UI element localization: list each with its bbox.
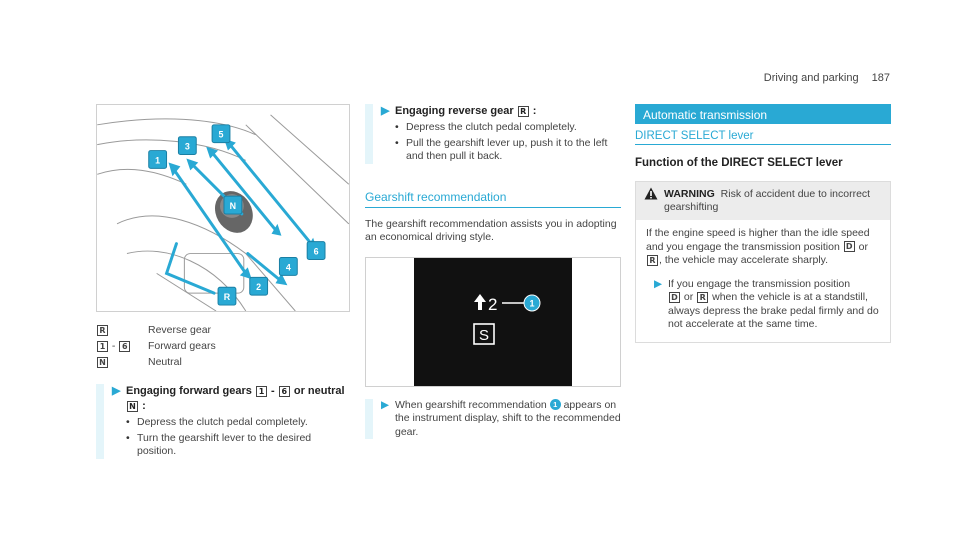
svg-text:1: 1: [155, 155, 160, 165]
automatic-transmission-bar: Automatic transmission: [635, 104, 891, 124]
gearshift-recommendation-text: The gearshift recommendation assists you…: [365, 217, 617, 244]
warning-box: WARNING Risk of accident due to incorrec…: [635, 181, 891, 343]
key-6: 6: [278, 385, 290, 397]
svg-text:4: 4: [286, 262, 291, 272]
drive-mode: S: [479, 327, 489, 344]
key-6: 6: [119, 340, 131, 352]
reverse-gear-title: ▶ Engaging reverse gear R :: [381, 105, 537, 117]
svg-text:2: 2: [256, 282, 261, 292]
up-arrow-icon: [474, 293, 486, 310]
list-item: Pull the gearshift lever up, push it to …: [395, 137, 621, 164]
direct-select-subhead: DIRECT SELECT lever: [635, 130, 891, 145]
warning-label: WARNING: [664, 188, 715, 200]
gear-legend: R Reverse gear 1 - 6 Forward gears N Neu…: [96, 322, 350, 370]
gearshift-pattern-figure: 1 3 5 6 4: [96, 104, 350, 312]
legend-text: Forward gears: [148, 340, 216, 352]
svg-text:3: 3: [185, 142, 190, 152]
legend-row-reverse: R Reverse gear: [96, 322, 350, 338]
svg-text:6: 6: [314, 247, 319, 257]
callout-1: [523, 294, 541, 311]
svg-text:1: 1: [529, 298, 534, 308]
direct-select-function-heading: Function of the DIRECT SELECT lever: [635, 157, 843, 169]
step-arrow-icon: ▶: [381, 398, 390, 411]
section-title: Driving and parking: [763, 72, 859, 84]
recommendation-step: ▶ When gearshift recommendation 1 appear…: [381, 398, 621, 438]
instrument-display: 2 1 S: [414, 257, 572, 386]
column-left: 1 3 5 6 4: [96, 104, 350, 459]
svg-text:R: R: [224, 292, 231, 302]
key-r: R: [647, 254, 658, 266]
gear-label-6: 6: [306, 241, 326, 260]
column-middle: ▶ Engaging reverse gear R : Depress the …: [365, 104, 621, 439]
legend-row-forward: 1 - 6 Forward gears: [96, 338, 350, 354]
warning-text: Risk of accident due to incorrect gearsh…: [664, 188, 871, 213]
warning-header: WARNING Risk of accident due to incorrec…: [636, 182, 890, 220]
legend-sep: -: [111, 340, 116, 352]
instrument-display-figure: 2 1 S: [365, 256, 621, 387]
column-right: Automatic transmission DIRECT SELECT lev…: [635, 104, 891, 343]
key-n: N: [97, 356, 108, 368]
step-arrow-icon: ▶: [112, 385, 121, 397]
legend-text: Neutral: [148, 356, 182, 368]
gear-label-r: R: [217, 286, 237, 306]
gear-label-n: N: [223, 195, 243, 215]
key-d: D: [843, 241, 855, 253]
warning-body: If the engine speed is higher than the i…: [636, 220, 890, 342]
legend-row-neutral: N Neutral: [96, 354, 350, 370]
step-arrow-icon: ▶: [381, 105, 390, 117]
svg-text:N: N: [230, 201, 236, 211]
warning-step: ▶ If you engage the transmission positio…: [654, 277, 879, 331]
list-item: Depress the clutch pedal completely.: [395, 121, 621, 135]
key-1: 1: [97, 340, 108, 352]
recommended-gear: 2: [488, 295, 497, 314]
key-n: N: [127, 400, 138, 412]
gearshift-recommendation-heading: Gearshift recommendation: [365, 190, 621, 208]
gear-label-2: 2: [249, 276, 269, 296]
list-item: Depress the clutch pedal completely.: [126, 416, 350, 430]
reverse-gear-instructions: ▶ Engaging reverse gear R : Depress the …: [365, 104, 621, 164]
forward-gears-title: ▶ Engaging forward gears 1 - 6 or neutra…: [112, 385, 345, 412]
gear-label-3: 3: [177, 136, 197, 156]
page-number: 187: [871, 72, 890, 84]
key-1: 1: [255, 385, 267, 397]
key-r: R: [517, 105, 529, 117]
reverse-gear-bullets: Depress the clutch pedal completely. Pul…: [381, 121, 621, 164]
gear-label-1: 1: [148, 150, 168, 169]
key-d: D: [669, 291, 680, 303]
drive-mode-box: [473, 322, 495, 345]
gearshift-pattern-illustration: 1 3 5 6 4: [97, 114, 349, 311]
key-r: R: [97, 324, 108, 336]
recommendation-instructions: ▶ When gearshift recommendation 1 appear…: [365, 398, 621, 439]
step-arrow-icon: ▶: [654, 277, 663, 290]
gear-label-4: 4: [278, 257, 298, 276]
list-item: Turn the gearshift lever to the desired …: [126, 432, 350, 459]
forward-gears-bullets: Depress the clutch pedal completely. Tur…: [112, 416, 350, 459]
callout-1: 1: [549, 399, 561, 411]
warning-paragraph: If the engine speed is higher than the i…: [646, 227, 870, 266]
forward-gears-instructions: ▶ Engaging forward gears 1 - 6 or neutra…: [96, 384, 350, 459]
page-header: Driving and parking 187: [764, 72, 890, 84]
legend-text: Reverse gear: [148, 324, 212, 336]
warning-triangle-icon: [644, 187, 658, 204]
key-r: R: [697, 291, 709, 303]
gear-label-5: 5: [211, 124, 231, 144]
svg-text:5: 5: [219, 130, 224, 140]
